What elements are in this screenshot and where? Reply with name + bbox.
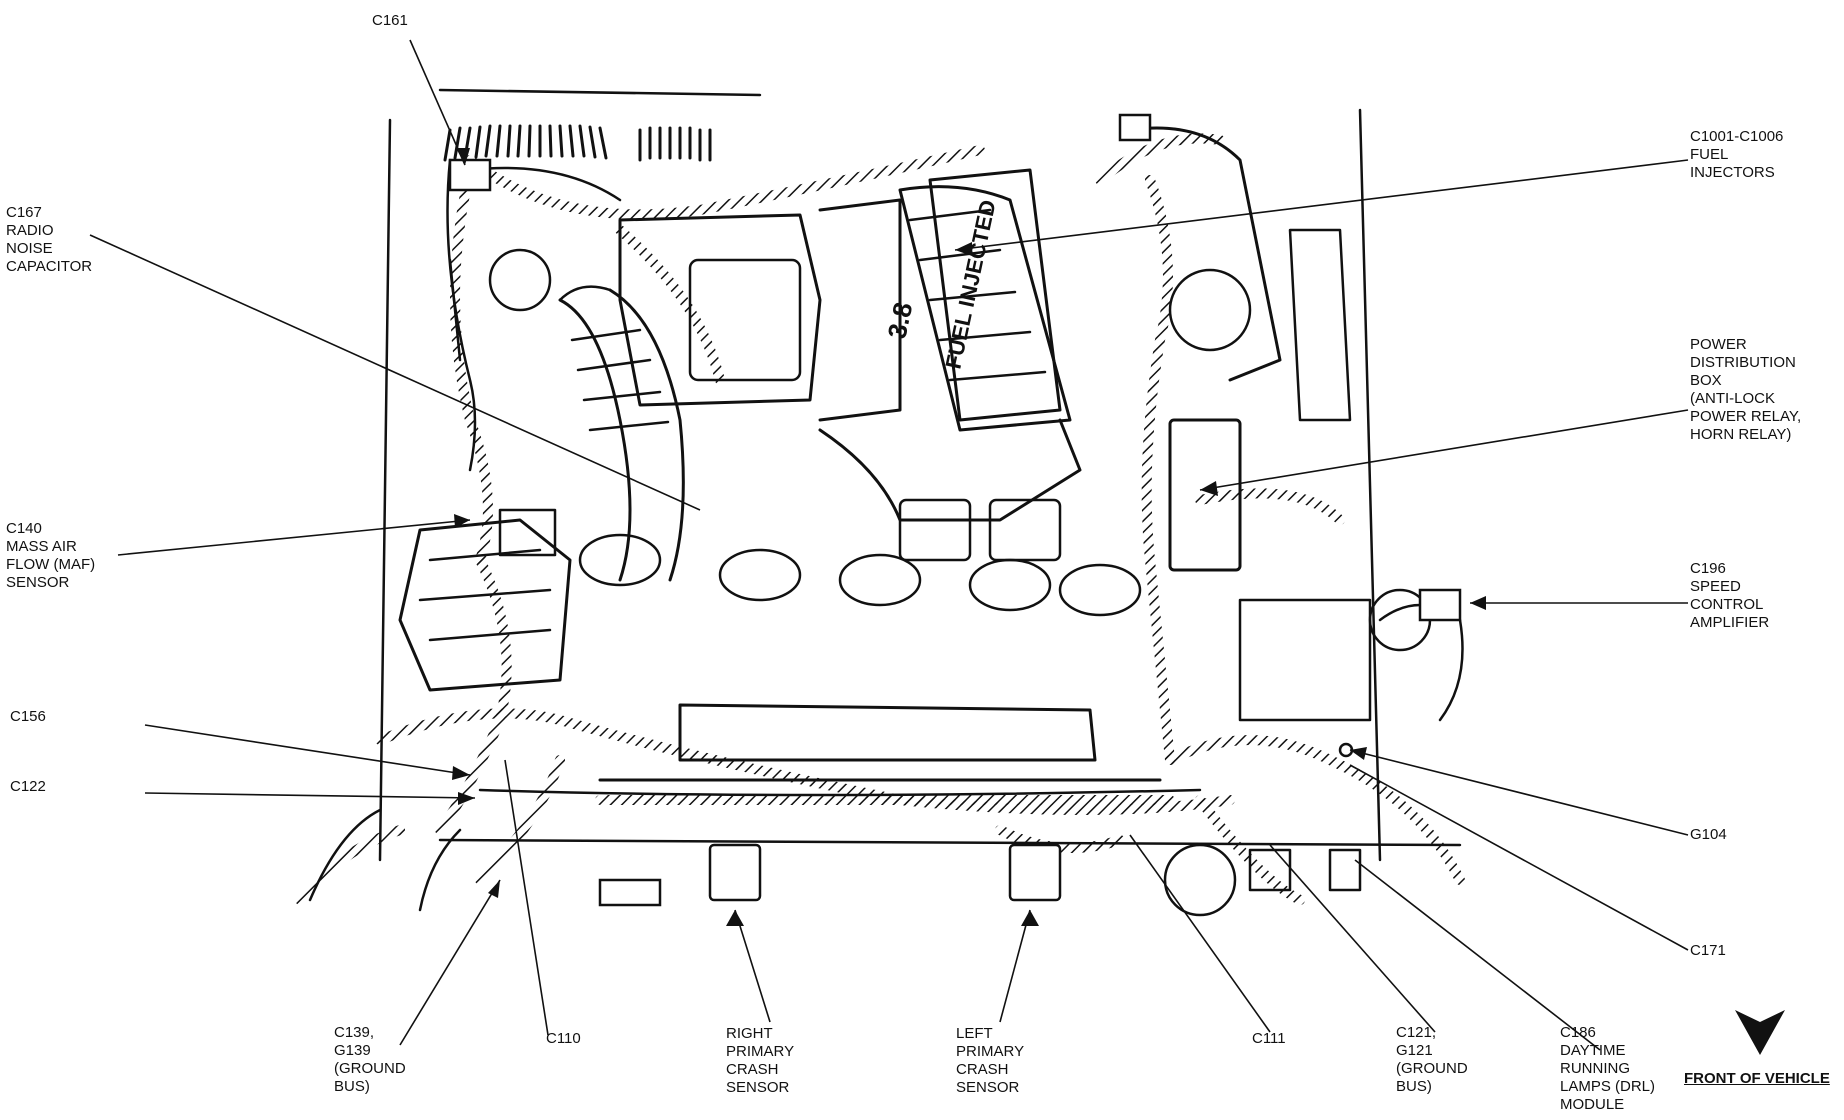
arrow-c156: [452, 766, 470, 780]
arrow-c139: [488, 880, 500, 898]
leader-g104: [1349, 749, 1689, 836]
leader-c167: [89, 234, 701, 511]
arrow-pdb: [1200, 481, 1218, 496]
c161-connector: [448, 158, 492, 192]
leader-c171: [1349, 764, 1689, 951]
front-of-vehicle-label: FRONT OF VEHICLE: [1684, 1070, 1830, 1087]
engine-size-text: 3.8: [882, 300, 919, 342]
arrow-c140: [454, 514, 470, 528]
leader-c186: [1354, 859, 1601, 1051]
arrow-c122: [458, 792, 475, 805]
arrow-c1001: [955, 242, 972, 256]
leader-c156: [144, 724, 471, 776]
leader-pdb: [1199, 409, 1689, 491]
leader-c121: [1269, 844, 1436, 1033]
c196-connector: [1418, 588, 1462, 622]
leader-c111: [1129, 834, 1271, 1033]
leader-c1001: [954, 159, 1689, 251]
leader-c161: [409, 39, 466, 166]
label-c171: C171: [1690, 942, 1726, 959]
label-c110: C110: [546, 1030, 581, 1047]
leader-c140: [117, 519, 471, 556]
label-c161: C161: [372, 12, 408, 29]
leader-c110: [504, 759, 549, 1036]
leader-right-crash: [734, 909, 771, 1023]
left-crash-sensor-shape: [1008, 843, 1062, 902]
right-crash-sensor-shape: [708, 843, 762, 902]
leader-c139: [399, 879, 501, 1046]
fuel-injected-text: FUEL INJECTED: [940, 198, 1000, 371]
label-c122: C122: [10, 778, 46, 795]
label-c111: C111: [1252, 1030, 1286, 1047]
leader-left-crash: [999, 909, 1031, 1023]
arrow-right-crash: [726, 910, 744, 926]
leader-c122: [144, 792, 476, 799]
label-c156: C156: [10, 708, 46, 725]
o2-sensor-connector: [598, 878, 662, 907]
label-g104: G104: [1690, 826, 1727, 843]
c1001-connector: [1118, 113, 1152, 142]
arrow-left-crash: [1021, 910, 1039, 926]
arrow-g104: [1350, 747, 1367, 760]
front-arrow-icon: [1735, 1010, 1785, 1055]
arrow-c161: [456, 148, 470, 165]
arrow-c196: [1470, 596, 1486, 610]
